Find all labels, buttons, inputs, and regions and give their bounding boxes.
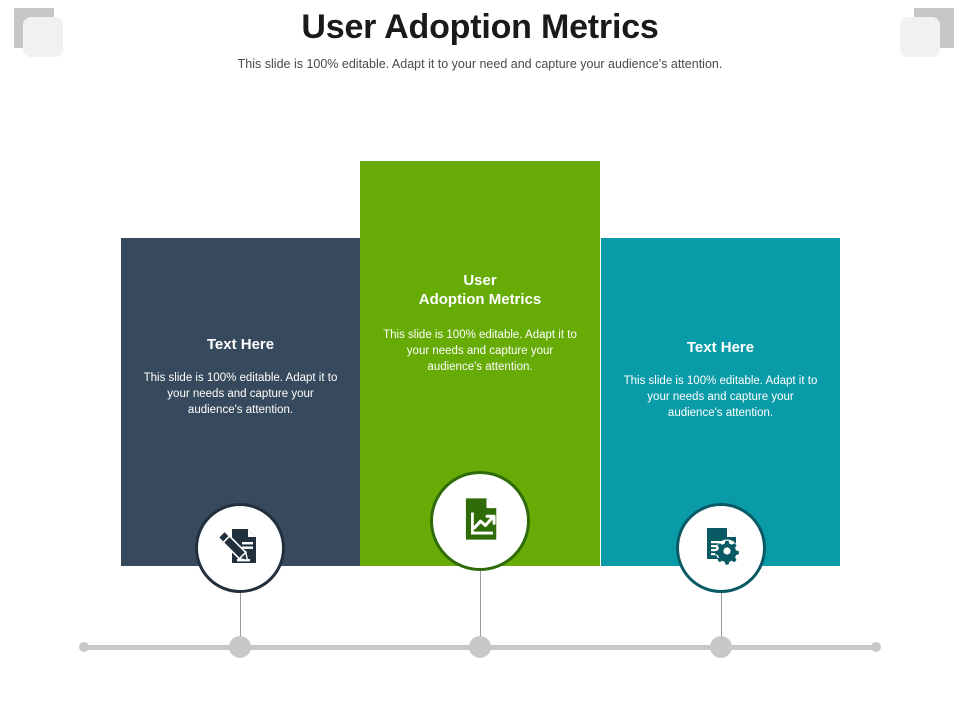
page-title: User Adoption Metrics: [301, 8, 659, 46]
column-center-heading-line1: User: [463, 272, 497, 289]
icon-badge-right[interactable]: [676, 503, 766, 593]
column-left-heading: Text Here: [206, 336, 275, 353]
column-right-heading: Text Here: [686, 339, 755, 356]
connector-left: [240, 593, 241, 647]
icon-badge-center[interactable]: [430, 471, 530, 571]
timeline-cap-start: [79, 642, 89, 652]
connector-center: [480, 571, 481, 647]
connector-right: [721, 593, 722, 647]
timeline-node-left[interactable]: [229, 636, 251, 658]
document-growth-chart-icon: [454, 493, 506, 550]
corner-decoration-left: [14, 8, 63, 57]
timeline-node-right[interactable]: [710, 636, 732, 658]
column-center-body: This slide is 100% editable. Adapt it to…: [383, 329, 577, 373]
document-pencil-icon: [216, 522, 264, 575]
corner-decoration-right: [900, 8, 954, 57]
icon-badge-left[interactable]: [195, 503, 285, 593]
page-subtitle: This slide is 100% editable. Adapt it to…: [237, 57, 723, 71]
column-right-body: This slide is 100% editable. Adapt it to…: [623, 375, 818, 419]
decoration-square-front: [23, 17, 63, 57]
decoration-square-front: [900, 17, 940, 57]
document-gear-icon: [697, 522, 745, 575]
column-center-heading: User Adoption Metrics: [382, 271, 578, 309]
timeline-node-center[interactable]: [469, 636, 491, 658]
timeline-cap-end: [871, 642, 881, 652]
column-left-body: This slide is 100% editable. Adapt it to…: [143, 372, 338, 416]
column-center-heading-line2: Adoption Metrics: [418, 291, 542, 308]
